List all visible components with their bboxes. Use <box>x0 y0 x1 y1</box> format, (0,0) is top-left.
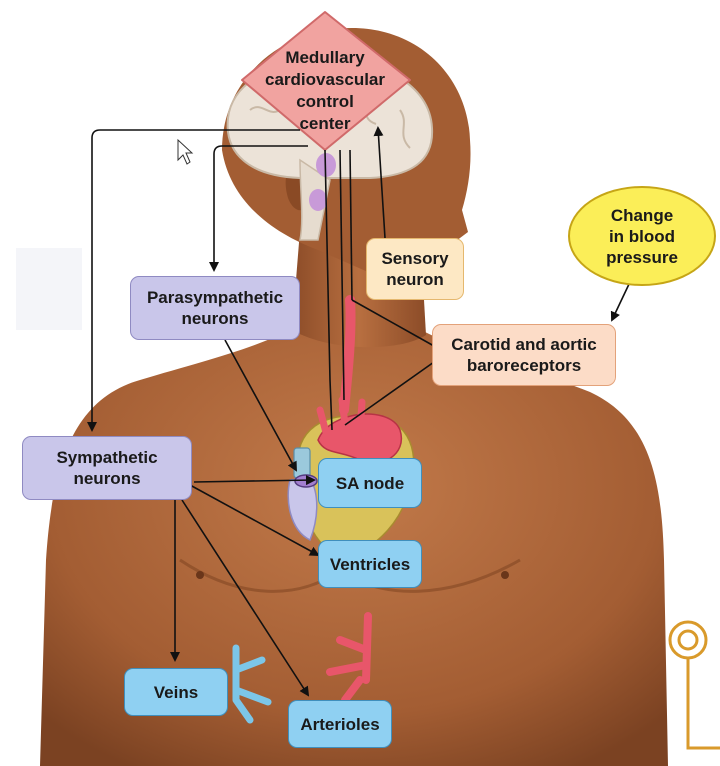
connectors <box>87 126 631 697</box>
mouse-pointer-icon <box>177 138 194 165</box>
left-faint-panel <box>16 248 82 330</box>
line-baroreceptors-to-carotid <box>351 299 435 347</box>
baroreceptors-box: Carotid and aortic baroreceptors <box>432 324 616 386</box>
arrow-sympathetic-to-ventricles <box>189 484 320 556</box>
parasympathetic-neurons-box: Parasympathetic neurons <box>130 276 300 340</box>
arrow-medulla-to-parasympathetic <box>209 145 308 272</box>
arrow-parasympathetic-to-sa <box>224 339 297 472</box>
change-in-blood-pressure-bubble: Change in blood pressure <box>568 186 716 286</box>
q-logo-icon <box>668 620 720 750</box>
carotid-artery <box>339 295 356 415</box>
sympathetic-neurons-box: Sympathetic neurons <box>22 436 192 500</box>
nipple-left <box>196 571 204 579</box>
sa-node-box: SA node <box>318 458 422 508</box>
arterioles-box: Arterioles <box>288 700 392 748</box>
arrow-sympathetic-to-sa <box>193 475 316 486</box>
arrow-change-to-baroreceptors <box>610 281 631 322</box>
aortic-arch <box>317 413 403 464</box>
arrow-sensory-to-medulla <box>373 126 386 239</box>
arteriole-illustration <box>326 612 372 704</box>
arrow-medulla-to-sympathetic <box>87 129 300 432</box>
line-sensory-down <box>349 149 353 301</box>
vein-illustration <box>232 644 272 724</box>
sensory-neuron-box: Sensory neuron <box>366 238 464 300</box>
arrow-sympathetic-to-arterioles <box>181 499 310 697</box>
vena-cava <box>293 447 311 479</box>
veins-box: Veins <box>124 668 228 716</box>
ventricles-box: Ventricles <box>318 540 422 588</box>
nucleus-bottom <box>309 189 327 211</box>
medullary-control-center-label: Medullary cardiovascular control center <box>264 48 385 133</box>
right-atrium <box>287 477 318 542</box>
line-medulla-to-heart-right <box>339 149 345 401</box>
line-baroreceptors-to-aorta <box>344 361 435 426</box>
nipple-right <box>501 571 509 579</box>
line-medulla-to-heart-left <box>324 149 333 431</box>
